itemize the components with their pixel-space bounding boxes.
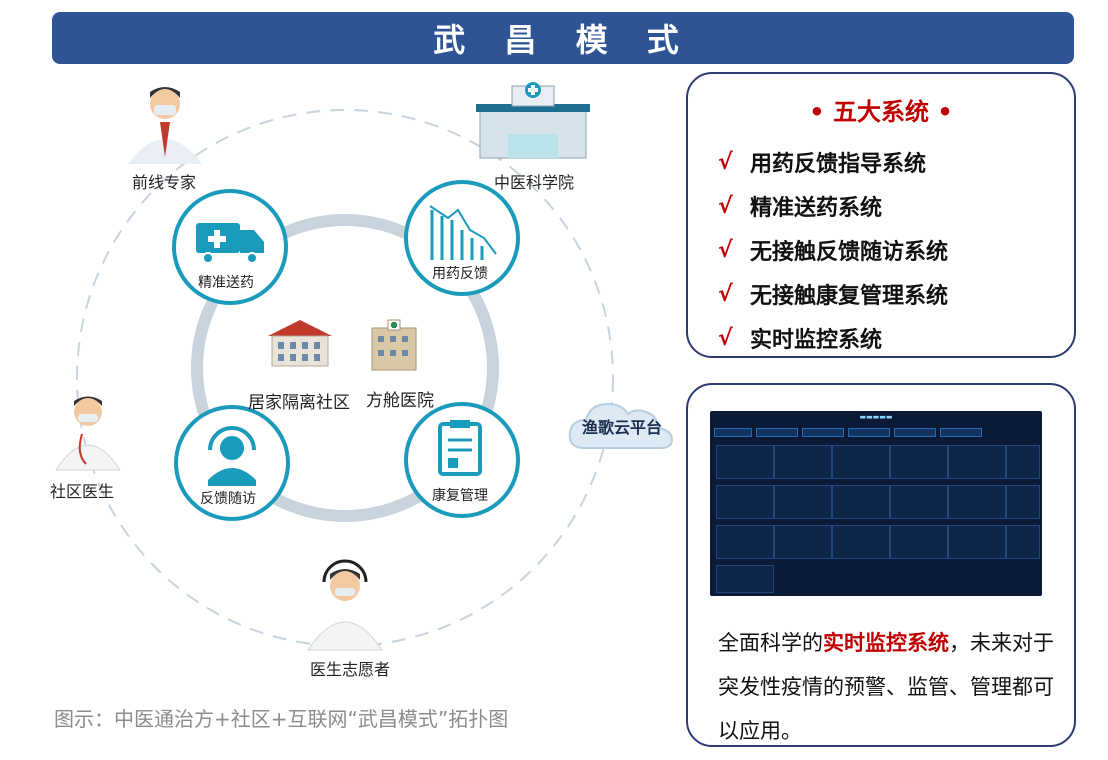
- systems-title: • 五大系统 •: [809, 98, 953, 126]
- dashboard-tab: [894, 428, 936, 437]
- tcm-academy-label: 中医科学院: [494, 173, 575, 192]
- dashboard-panel: [1006, 485, 1040, 519]
- dashboard-tab: [802, 428, 844, 437]
- list-item: √ 用药反馈指导系统: [718, 140, 948, 184]
- diagram-graphics: [55, 82, 614, 651]
- monitor-text-before: 全面科学的: [718, 631, 823, 655]
- cloud-icon: [568, 402, 674, 449]
- dashboard-panel: [774, 525, 832, 559]
- diagram-caption: 图示：中医通治方+社区+互联网“武昌模式”拓扑图: [54, 707, 509, 731]
- volunteer-doctor-label: 医生志愿者: [310, 660, 391, 679]
- topology-diagram: 前线专家 中医科学院 社区医生 医生志愿者 精准送药 用药反馈 反馈随访 康复管…: [0, 60, 690, 700]
- chart-icon: [404, 180, 520, 296]
- dashboard-screenshot: ▬▬▬▬▬: [710, 411, 1042, 596]
- system-item-label: 精准送药系统: [750, 196, 883, 221]
- system-item-label: 用药反馈指导系统: [750, 152, 927, 177]
- clipboard-icon: [404, 402, 520, 518]
- list-item: √ 实时监控系统: [718, 316, 948, 360]
- hospital-building-icon: [476, 82, 590, 159]
- headset-icon: [174, 405, 290, 521]
- monitor-text-after: ，未来对于突发性疫情的预警、监管、管理都可以应用。: [718, 631, 1054, 743]
- dashboard-panel: [1006, 525, 1040, 559]
- dashboard-panel: [890, 525, 948, 559]
- dashboard-tab: [756, 428, 798, 437]
- dashboard-panel: [948, 525, 1006, 559]
- check-icon: √: [718, 149, 733, 175]
- home-isolation-label: 居家隔离社区: [248, 393, 350, 413]
- dashboard-panel: [716, 485, 774, 519]
- systems-list: √用药反馈指导系统 √精准送药系统 √无接触反馈随访系统 √无接触康复管理系统 …: [718, 140, 948, 360]
- monitor-highlight: 实时监控系统: [823, 631, 949, 655]
- frontline-expert-avatar: [128, 87, 202, 164]
- dashboard-panel: [832, 525, 890, 559]
- medication-feedback-label: 用药反馈: [432, 266, 488, 282]
- community-doctor-label: 社区医生: [50, 482, 115, 501]
- dashboard-tab: [848, 428, 890, 437]
- frontline-expert-label: 前线专家: [132, 173, 197, 192]
- precise-delivery-label: 精准送药: [198, 275, 254, 291]
- dashboard-panel: [774, 445, 832, 479]
- system-item-label: 无接触反馈随访系统: [750, 240, 949, 265]
- dashboard-panel: [948, 445, 1006, 479]
- title-bar: 武 昌 模 式: [52, 12, 1074, 64]
- check-icon: √: [718, 325, 733, 351]
- system-item-label: 实时监控系统: [750, 328, 883, 353]
- list-item: √ 无接触反馈随访系统: [718, 228, 948, 272]
- list-item: √ 精准送药系统: [718, 184, 948, 228]
- monitor-card: ▬▬▬▬▬ 全面科学的实时监控系统，未来对于突发性疫情的预警、监管、管理都可以应…: [686, 383, 1076, 747]
- monitor-description: 全面科学的实时监控系统，未来对于突发性疫情的预警、监管、管理都可以应用。: [718, 621, 1058, 753]
- dashboard-panel: [832, 485, 890, 519]
- feedback-followup-label: 反馈随访: [200, 491, 256, 507]
- dashboard-panel: [890, 445, 948, 479]
- dashboard-panel: [716, 445, 774, 479]
- inner-ring: [191, 214, 499, 522]
- dashboard-tab: [940, 428, 982, 437]
- dashboard-panel: [948, 485, 1006, 519]
- volunteer-doctor-avatar: [307, 559, 383, 651]
- dashboard-panel: [832, 445, 890, 479]
- check-icon: √: [718, 237, 733, 263]
- dashboard-header-bar: ▬▬▬▬▬: [859, 413, 893, 421]
- check-icon: √: [718, 193, 733, 219]
- community-doctor-avatar: [55, 396, 121, 471]
- page-title: 武 昌 模 式: [433, 21, 693, 59]
- cloud-platform-label: 渔歌云平台: [581, 418, 662, 437]
- community-building-icon: [268, 320, 332, 367]
- systems-card: • 五大系统 • √ 用药反馈指导系统 √ 精准送药系统 √ 无接触反馈随访系统 √ 无…: [686, 72, 1076, 358]
- dashboard-panel: [716, 565, 774, 593]
- list-item: √ 无接触康复管理系统: [718, 272, 948, 316]
- cabin-hospital-icon: [371, 319, 417, 371]
- dashboard-panel: [716, 525, 774, 559]
- system-item-label: 无接触康复管理系统: [750, 284, 949, 309]
- truck-icon: [172, 189, 288, 305]
- dashboard-tab: [714, 428, 752, 437]
- check-icon: √: [718, 281, 733, 307]
- dashboard-panel: [1006, 445, 1040, 479]
- cabin-hospital-label: 方舱医院: [366, 391, 434, 411]
- dashboard-panel: [890, 485, 948, 519]
- dashboard-panel: [774, 485, 832, 519]
- rehab-management-label: 康复管理: [432, 488, 488, 504]
